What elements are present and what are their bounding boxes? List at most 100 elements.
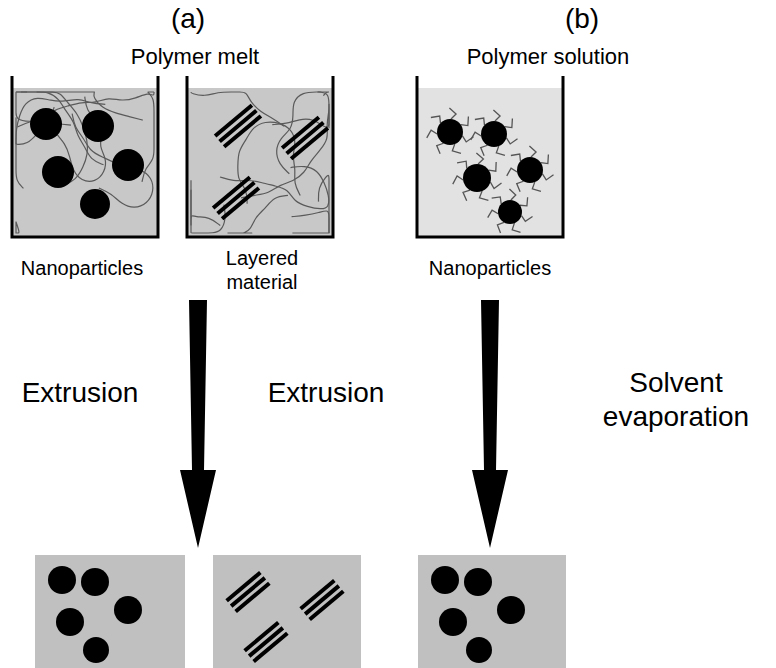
- process-arrow: [180, 300, 216, 548]
- polymer-solution: [417, 88, 563, 236]
- nanoparticle: [82, 110, 114, 142]
- ligand: [542, 174, 553, 180]
- ligand: [431, 116, 441, 123]
- polymer-melt: [12, 88, 158, 236]
- ligand: [481, 145, 488, 156]
- polymer-chain: [238, 122, 300, 204]
- ligand: [496, 146, 505, 155]
- polymer-melt: [187, 88, 333, 236]
- nanoparticle: [83, 637, 109, 663]
- nanoparticle: [439, 608, 467, 636]
- process-label: Extrusion: [5, 376, 155, 410]
- ligand: [437, 143, 444, 154]
- nanoparticle: [517, 157, 543, 183]
- polymer-chain: [292, 211, 329, 233]
- polymer-chain: [191, 92, 284, 126]
- polymer-chains: [16, 92, 329, 233]
- ligand: [452, 144, 461, 153]
- ligand: [488, 210, 498, 217]
- ligand: [457, 161, 467, 168]
- layer-stack: [301, 580, 344, 619]
- composite-sample: [418, 555, 566, 668]
- process-label: Extrusion: [251, 376, 401, 410]
- nanoparticle: [114, 596, 142, 624]
- panel-heading: Polymer solution: [433, 44, 663, 70]
- ligand: [529, 146, 536, 157]
- process-label: Solvent evaporation: [578, 366, 774, 433]
- ligand: [489, 162, 497, 171]
- layer-stack: [213, 177, 259, 219]
- beakers: [12, 76, 563, 237]
- nanoparticle: [464, 568, 492, 596]
- nanoparticle: [481, 121, 507, 147]
- ligand: [511, 154, 521, 161]
- ligand: [541, 155, 549, 164]
- panel-letter: (a): [158, 2, 218, 36]
- nanoparticle: [30, 108, 62, 140]
- process-arrow: [472, 300, 508, 548]
- layer-stack: [227, 572, 270, 611]
- nanoparticle: [437, 119, 463, 145]
- layer-stack: [282, 117, 328, 159]
- ligand: [493, 110, 500, 121]
- ligand: [463, 190, 470, 201]
- filler-label: Nanoparticles: [4, 256, 160, 280]
- nanoparticles: [48, 566, 525, 663]
- ligand: [449, 108, 456, 119]
- nanoparticle: [56, 608, 84, 636]
- ligand: [490, 182, 501, 188]
- polymer-chain: [16, 222, 19, 233]
- ligand: [461, 117, 469, 126]
- polymer-chain: [277, 92, 329, 174]
- composite-sample: [35, 555, 185, 668]
- nanoparticles: [30, 108, 144, 219]
- ligand: [521, 216, 532, 222]
- beaker: [417, 76, 563, 237]
- ligand: [427, 130, 437, 138]
- ligand: [453, 176, 463, 184]
- composite-sample: [213, 555, 361, 668]
- ligand: [506, 138, 517, 144]
- nanoparticle: [80, 189, 110, 219]
- ligand: [505, 119, 513, 128]
- ligand: [479, 191, 488, 200]
- layered-material: [213, 105, 328, 219]
- polymer-chain: [142, 92, 154, 182]
- panel-heading: Polymer melt: [85, 44, 305, 70]
- polymer-chain: [227, 195, 287, 233]
- layer-stack: [215, 105, 261, 147]
- panel-letter: (b): [552, 2, 612, 36]
- ligand: [512, 223, 520, 232]
- ligand: [475, 118, 485, 125]
- nanoparticle: [42, 156, 74, 188]
- beaker: [12, 76, 158, 237]
- nanoparticle: [466, 637, 492, 663]
- ligand: [492, 197, 502, 204]
- ligand: [471, 132, 481, 140]
- layered-material: [227, 572, 344, 661]
- ligand: [507, 168, 517, 176]
- beaker: [187, 76, 333, 237]
- nanoparticle: [497, 596, 525, 624]
- nanoparticle: [48, 566, 76, 594]
- polymer-chain: [318, 175, 329, 233]
- nanoparticle: [463, 164, 491, 192]
- ligand: [517, 181, 524, 192]
- ligand: [532, 182, 541, 191]
- layer-stack: [245, 622, 288, 661]
- nanoparticle: [81, 568, 109, 596]
- ligand: [476, 153, 483, 164]
- filler-label: Nanoparticles: [412, 256, 568, 280]
- ligand: [520, 197, 528, 206]
- polymer-chain: [272, 92, 329, 127]
- nanoparticle: [498, 200, 522, 224]
- nanoparticle: [112, 149, 144, 181]
- nanoparticle: [431, 566, 459, 594]
- nanoparticles: [437, 119, 543, 224]
- ligand: [497, 222, 504, 233]
- ligands: [427, 108, 554, 233]
- ligand: [509, 189, 515, 200]
- filler-label: Layered material: [207, 246, 317, 294]
